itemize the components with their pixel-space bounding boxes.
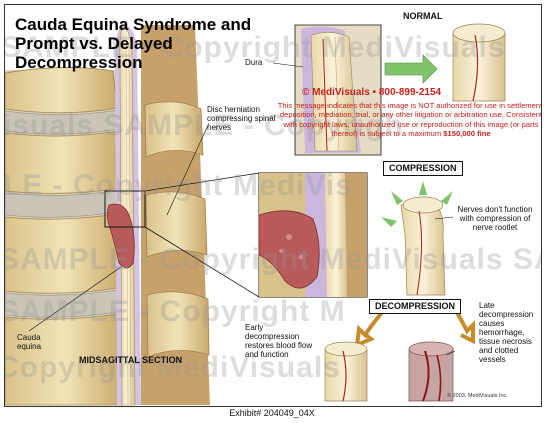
title-line-1: Cauda Equina Syndrome and: [15, 15, 252, 34]
figure-frame: SAMPLE - Copyright MediVisuals isuals SA…: [4, 4, 542, 407]
early-arrow: [354, 307, 387, 349]
cauda-equina-label: Cauda equina: [17, 333, 42, 351]
normal-label: NORMAL: [403, 11, 443, 21]
midsagittal-section-label: MIDSAGITTAL SECTION: [79, 355, 183, 365]
decompression-heading: DECOMPRESSION: [369, 299, 462, 314]
compressed-rootlet: [381, 181, 453, 296]
vertebra-1: [5, 67, 118, 114]
normal-inset: [294, 24, 382, 156]
vertebra-2: [5, 130, 122, 194]
herniation-zoom: [258, 210, 320, 289]
notice-text: This message indicates that this image i…: [277, 101, 542, 139]
brand-line: © MediVisuals • 800-899-2154: [302, 87, 442, 98]
compression-arrow-2: [419, 181, 427, 195]
normal-rootlet: [452, 23, 506, 102]
compression-arrow-3: [441, 191, 453, 205]
page-title: Cauda Equina Syndrome and Prompt vs. Del…: [15, 15, 251, 72]
notice-fine: $150,000 fine: [443, 129, 491, 139]
zoom-box: [104, 190, 146, 228]
title-line-3: Decompression: [15, 53, 143, 72]
normal-arrow: [384, 54, 438, 84]
zoomed-inset: [258, 172, 368, 298]
late-rootlet: [408, 341, 454, 402]
title-line-2: Prompt vs. Delayed: [15, 34, 173, 53]
copyright-notice: This message indicates that this image i…: [275, 101, 542, 139]
dura-label: Dura: [245, 58, 263, 67]
midsagittal-spine: [5, 25, 210, 406]
small-copyright: © 2003, MediVisuals Inc.: [447, 393, 508, 399]
compression-arrow-1: [391, 191, 403, 205]
late-decompression-label: Late decompression causes hemorrhage, ti…: [479, 301, 534, 364]
disc-herniation-label: Disc herniation compressing spinal nerve…: [207, 105, 276, 132]
compression-arrow-4: [381, 217, 397, 227]
disc-herniation: [107, 203, 135, 269]
nerves-dont-function-label: Nerves don't function with compression o…: [457, 205, 533, 232]
illustration: [5, 23, 506, 406]
compression-heading: COMPRESSION: [383, 161, 463, 176]
early-rootlet: [324, 341, 368, 402]
early-decompression-label: Early decompression restores blood flow …: [245, 323, 313, 359]
exhibit-number: Exhibit# 204049_04X: [229, 408, 315, 418]
